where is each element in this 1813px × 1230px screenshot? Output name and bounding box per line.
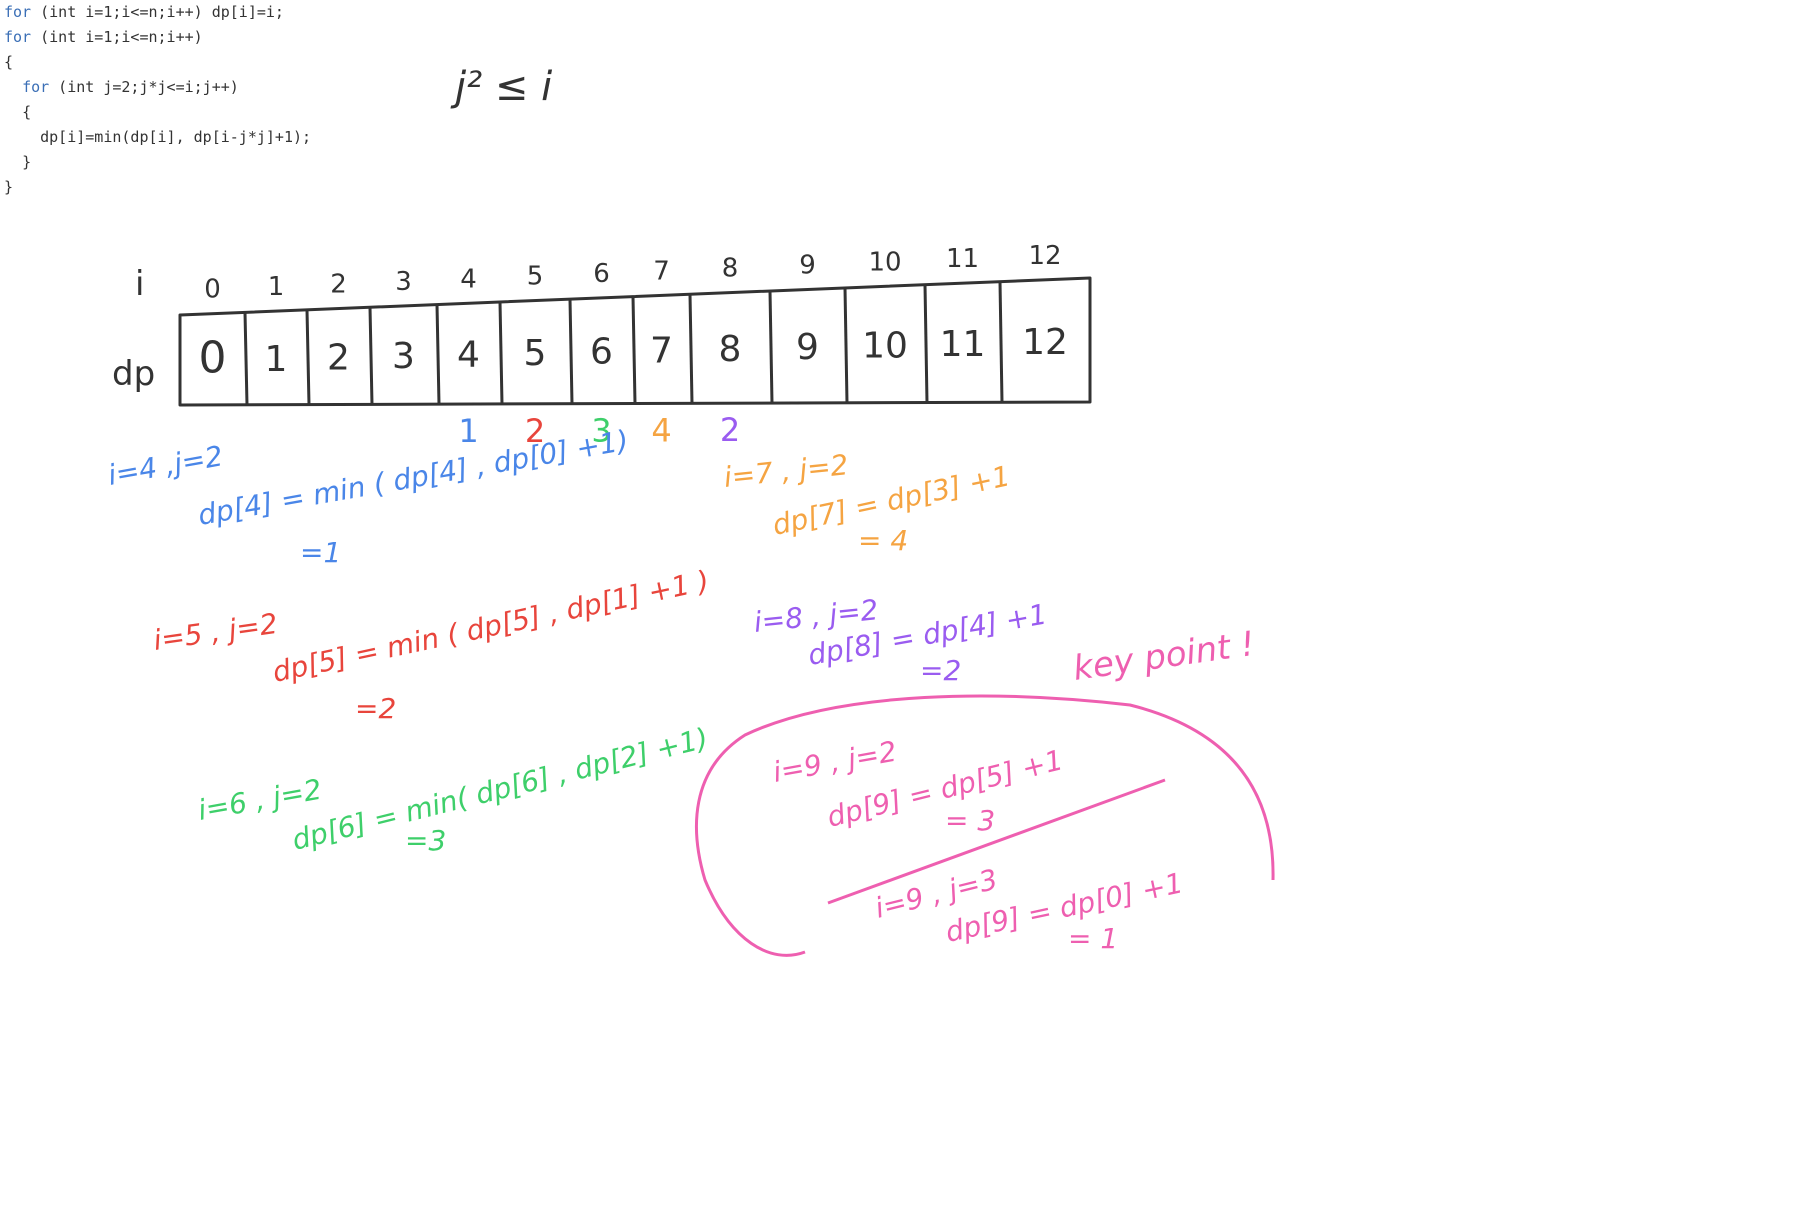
cell-divider bbox=[568, 299, 574, 404]
key-point-bracket bbox=[694, 694, 1275, 957]
code-snippet: for (int i=1;i<=n;i++) dp[i]=i;for (int … bbox=[4, 0, 311, 200]
cell-divider bbox=[498, 301, 504, 404]
code-line: } bbox=[4, 150, 311, 175]
dp-cell-value: 8 bbox=[719, 329, 742, 370]
dp-cell-value: 0 bbox=[199, 332, 227, 383]
dp-cell-value: 5 bbox=[524, 333, 547, 374]
dp-cell-value: 2 bbox=[327, 338, 350, 379]
index-label: 7 bbox=[653, 256, 670, 286]
annotation-purple: i=8 , j=2 dp[8] = dp[4] +1 =2 bbox=[752, 593, 1049, 687]
code-text: (int i=1;i<=n;i++) dp[i]=i; bbox=[31, 3, 284, 21]
annotation-blue-line-3: =1 bbox=[300, 536, 341, 569]
dp-cell-value: 10 bbox=[862, 326, 908, 367]
dp-update-value: 1 bbox=[458, 412, 478, 450]
annotation-red-line-3: =2 bbox=[355, 692, 396, 725]
annotation-pink-bottom-line-3: = 1 bbox=[1068, 922, 1118, 955]
dp-update-value: 2 bbox=[720, 411, 740, 449]
index-label: 6 bbox=[593, 259, 610, 289]
code-line: } bbox=[4, 175, 311, 200]
cell-divider bbox=[435, 304, 441, 405]
cell-divider bbox=[305, 309, 311, 405]
key-point-title: key point ! bbox=[1071, 624, 1257, 689]
code-line: { bbox=[4, 100, 311, 125]
annotation-pink-top-line-1: i=9 , j=2 bbox=[770, 735, 899, 789]
annotation-red: i=5 , j=2 dp[5] = min ( dp[5] , dp[1] +1… bbox=[151, 564, 711, 725]
annotation-green-line-2: dp[6] = min( dp[6] , dp[2] +1) bbox=[289, 721, 712, 856]
code-line: for (int i=1;i<=n;i++) bbox=[4, 25, 311, 50]
cell-divider bbox=[923, 284, 929, 403]
dp-cell-value: 1 bbox=[265, 339, 288, 380]
dp-update-value: 2 bbox=[525, 412, 545, 450]
index-row-label: i bbox=[135, 264, 144, 304]
annotation-pink: key point ! i=9 , j=2 dp[9] = dp[5] +1 =… bbox=[770, 624, 1257, 955]
code-line: dp[i]=min(dp[i], dp[i-j*j]+1); bbox=[4, 125, 311, 150]
dp-row-label: dp bbox=[112, 354, 155, 394]
code-text: { bbox=[22, 103, 32, 121]
index-label: 0 bbox=[204, 275, 221, 305]
annotation-green-line-1: i=6 , j=2 bbox=[195, 773, 324, 827]
code-keyword: for bbox=[4, 3, 32, 21]
dp-update-value: 4 bbox=[651, 411, 671, 449]
code-keyword: for bbox=[4, 28, 32, 46]
dp-cell-value: 6 bbox=[590, 332, 613, 373]
code-text: } bbox=[4, 178, 14, 196]
annotation-green-line-3: =3 bbox=[405, 824, 446, 857]
annotation-pink-top-line-3: = 3 bbox=[945, 804, 995, 837]
code-text: } bbox=[22, 153, 32, 171]
cell-divider bbox=[368, 307, 374, 405]
cell-divider bbox=[243, 312, 249, 405]
dp-cell-value: 12 bbox=[1022, 322, 1068, 363]
dp-update-value: 3 bbox=[591, 412, 611, 450]
dp-array-outline bbox=[178, 276, 1092, 407]
index-label: 8 bbox=[722, 254, 739, 284]
cell-divider bbox=[768, 290, 774, 404]
index-label: 12 bbox=[1028, 241, 1061, 271]
update-labels: 1 2 3 4 2 bbox=[458, 411, 740, 450]
index-label: 2 bbox=[330, 270, 347, 300]
index-label: 9 bbox=[799, 250, 816, 280]
index-label: 3 bbox=[395, 267, 412, 297]
code-text: (int j=2;j*j<=i;j++) bbox=[49, 78, 239, 96]
annotation-orange: i=7 , j=2 dp[7] = dp[3] +1 = 4 bbox=[722, 448, 1013, 557]
index-label: 5 bbox=[527, 262, 544, 292]
annotation-orange-line-1: i=7 , j=2 bbox=[722, 448, 850, 494]
annotation-red-line-1: i=5 , j=2 bbox=[151, 607, 279, 657]
annotation-blue: i=4 ,j=2 dp[4] = min ( dp[4] , dp[0] +1)… bbox=[105, 424, 630, 569]
code-text: { bbox=[4, 53, 14, 71]
index-label: 4 bbox=[460, 264, 477, 294]
code-text: (int i=1;i<=n;i++) bbox=[31, 28, 203, 46]
index-label: 1 bbox=[268, 272, 285, 302]
cell-dividers bbox=[243, 281, 1004, 405]
dp-cell-value: 3 bbox=[392, 336, 415, 377]
cell-divider bbox=[631, 296, 637, 404]
cell-divider bbox=[843, 287, 849, 403]
annotation-blue-line-2: dp[4] = min ( dp[4] , dp[0] +1) bbox=[195, 424, 630, 532]
code-line: { bbox=[4, 50, 311, 75]
code-line: for (int j=2;j*j<=i;j++) bbox=[4, 75, 311, 100]
annotation-blue-line-1: i=4 ,j=2 bbox=[105, 439, 225, 492]
annotation-purple-line-3: =2 bbox=[920, 654, 961, 687]
annotation-green: i=6 , j=2 dp[6] = min( dp[6] , dp[2] +1)… bbox=[195, 721, 711, 857]
index-label: 11 bbox=[946, 244, 979, 274]
dp-cell-value: 9 bbox=[796, 327, 819, 368]
dp-cell-value: 7 bbox=[650, 330, 673, 371]
code-line: for (int i=1;i<=n;i++) dp[i]=i; bbox=[4, 0, 311, 25]
dp-cell-value: 11 bbox=[940, 324, 986, 365]
code-keyword: for bbox=[22, 78, 50, 96]
annotation-red-line-2: dp[5] = min ( dp[5] , dp[1] +1 ) bbox=[270, 564, 712, 689]
code-text: dp[i]=min(dp[i], dp[i-j*j]+1); bbox=[40, 128, 312, 146]
key-point-separator bbox=[827, 778, 1166, 905]
annotation-orange-line-3: = 4 bbox=[858, 524, 908, 557]
cell-divider bbox=[998, 281, 1004, 403]
cell-divider bbox=[688, 294, 694, 404]
dp-cell-value: 4 bbox=[457, 335, 480, 376]
condition-note: j² ≤ i bbox=[450, 64, 552, 110]
index-label: 10 bbox=[868, 247, 901, 277]
